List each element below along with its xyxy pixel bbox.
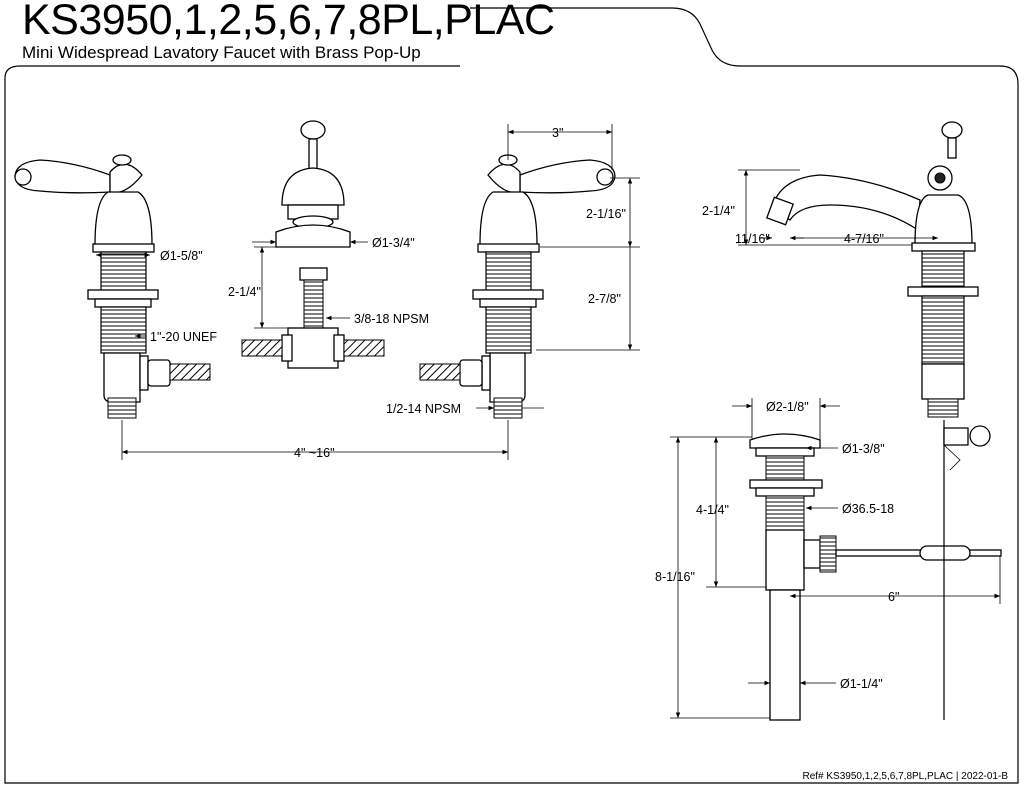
dimension-labels: Ø1-5/8" 1"-20 UNEF Ø1-3/4" 2-1/4" 3/8-18… [150, 126, 899, 691]
dim-spread: 4" ~16" [294, 446, 335, 460]
dim-w-3: 3" [552, 126, 563, 140]
dimension-lines [96, 124, 1001, 719]
dim-w-6: 6" [888, 590, 899, 604]
dim-h-2-1-16: 2-1/16" [586, 207, 626, 221]
spout-side-view [766, 121, 979, 418]
dim-h-2-1-4-spout: 2-1/4" [702, 204, 735, 218]
dim-h-2-1-4-mid: 2-1/4" [228, 285, 261, 299]
dim-npsm-1-2: 1/2-14 NPSM [386, 402, 461, 416]
dim-h-2-7-8: 2-7/8" [588, 292, 621, 306]
page-frame [4, 7, 1019, 784]
title-underline [4, 65, 460, 84]
dim-w-4-7-16: 4-7/16" [844, 232, 884, 246]
right-handle-valve [419, 154, 616, 419]
dim-d-1-3-8: Ø1-3/8" [842, 442, 885, 456]
dim-h-8-1-16: 8-1/16" [655, 570, 695, 584]
dim-d-1-1-4: Ø1-1/4" [840, 677, 883, 691]
page-subtitle: Mini Widespread Lavatory Faucet with Bra… [22, 43, 421, 62]
dim-w-11-16: 11/16" [735, 232, 770, 246]
left-handle-valve [14, 154, 211, 419]
dim-npsm-3-8: 3/8-18 NPSM [354, 312, 429, 326]
reference-number: Ref# KS3950,1,2,5,6,7,8PL,PLAC | 2022-01… [802, 771, 1008, 782]
page-title: KS3950,1,2,5,6,7,8PL,PLAC [22, 0, 555, 44]
dim-unef: 1"-20 UNEF [150, 330, 217, 344]
dim-d-1-3-4: Ø1-3/4" [372, 236, 415, 250]
center-spout-assembly [241, 120, 385, 369]
dim-d-1-5-8: Ø1-5/8" [160, 249, 203, 263]
popup-drain [749, 420, 1002, 721]
dim-h-4-1-4: 4-1/4" [696, 503, 729, 517]
dim-d-36-5: Ø36.5-18 [842, 502, 894, 516]
dim-d-2-1-8: Ø2-1/8" [766, 400, 809, 414]
